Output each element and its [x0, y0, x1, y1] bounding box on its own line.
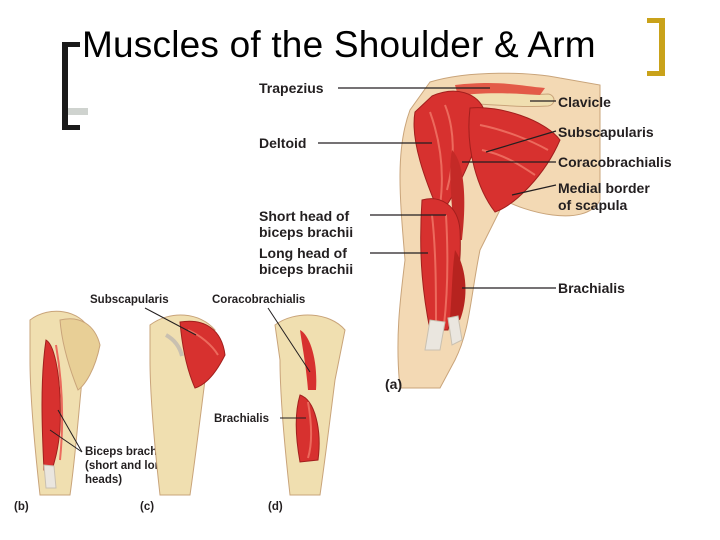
panel-a-illustration [398, 73, 600, 388]
label-long-head-2: biceps brachii [259, 261, 353, 277]
panel-d-illustration [275, 315, 345, 495]
panel-c-letter: (c) [140, 501, 154, 513]
label-deltoid: Deltoid [259, 135, 306, 151]
label-medial-border-1: Medial border [558, 180, 650, 196]
label-medial-border-2: of scapula [558, 197, 627, 213]
label-d-brachialis: Brachialis [214, 413, 269, 425]
label-subscapularis: Subscapularis [558, 124, 654, 140]
label-coracobrachialis: Coracobrachialis [558, 154, 672, 170]
label-c-coracobrachialis: Coracobrachialis [212, 294, 305, 306]
label-clavicle: Clavicle [558, 94, 611, 110]
label-brachialis: Brachialis [558, 280, 625, 296]
panel-a-letter: (a) [385, 376, 402, 392]
label-short-head-1: Short head of [259, 208, 350, 224]
label-long-head-1: Long head of [259, 245, 347, 261]
label-b-subscapularis: Subscapularis [90, 294, 169, 306]
label-b-biceps-3: heads) [85, 474, 122, 486]
panel-d-letter: (d) [268, 501, 283, 513]
label-b-biceps-1: Biceps brachii [85, 446, 164, 458]
label-trapezius: Trapezius [259, 80, 324, 96]
panel-c-illustration [150, 315, 225, 495]
panel-b-letter: (b) [14, 501, 29, 513]
label-short-head-2: biceps brachii [259, 224, 353, 240]
